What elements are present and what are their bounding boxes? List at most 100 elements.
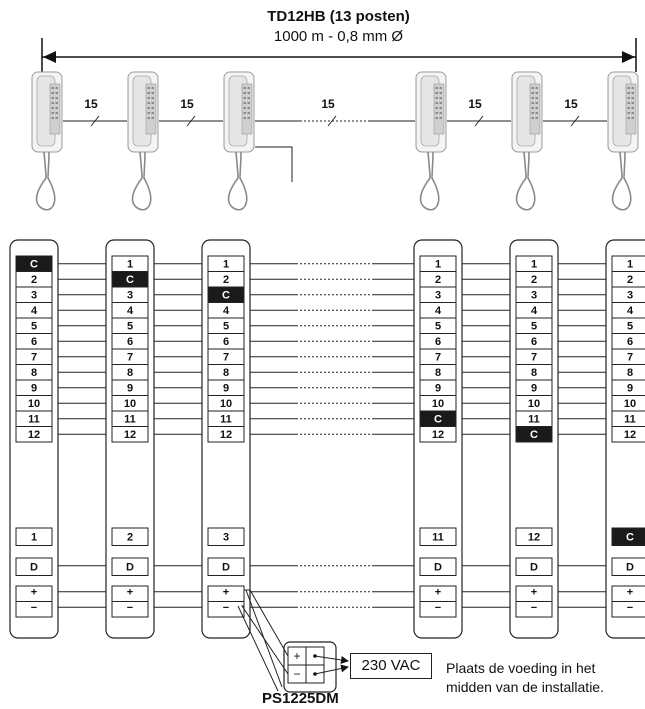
terminal-label: 9 [127, 383, 133, 395]
terminal-label: 10 [28, 398, 40, 410]
terminal-cell [111, 426, 149, 443]
terminal-label: 1 [531, 259, 537, 271]
minus-terminal-label: − [531, 602, 537, 614]
terminal-label: 8 [531, 367, 537, 379]
intercom-phone-4 [415, 71, 447, 211]
minus-terminal-label: − [627, 602, 633, 614]
wire-count-label: 15 [321, 97, 335, 111]
terminal-label: 11 [28, 414, 40, 426]
terminal-label: 6 [127, 336, 133, 348]
call-terminal-label: C [626, 532, 634, 544]
d-terminal-label: D [530, 562, 538, 574]
minus-terminal-label: − [31, 602, 37, 614]
plus-terminal-label: + [127, 587, 133, 599]
call-terminal-label: 11 [432, 532, 444, 544]
terminal-label: 5 [435, 321, 441, 333]
terminal-label: 7 [435, 352, 441, 364]
call-terminal-label: 2 [127, 532, 133, 544]
note-line-1: Plaats de voeding in het [446, 660, 596, 676]
terminal-label: 12 [624, 429, 636, 441]
terminal-label: 9 [531, 383, 537, 395]
power-supply-name: PS1225DM [262, 690, 339, 707]
terminal-label: 4 [223, 305, 230, 317]
terminal-label: 9 [435, 383, 441, 395]
plus-terminal-label: + [531, 587, 537, 599]
terminal-label: 12 [28, 429, 40, 441]
terminal-label: 5 [223, 321, 229, 333]
terminal-label: 9 [31, 383, 37, 395]
terminal-label: 2 [531, 274, 537, 286]
terminal-label: C [30, 259, 38, 271]
terminal-label: 8 [627, 367, 633, 379]
terminal-label: 11 [528, 414, 540, 426]
terminal-cell [419, 426, 457, 443]
terminal-label: 6 [31, 336, 37, 348]
minus-terminal-label: − [435, 602, 441, 614]
plus-terminal-label: + [31, 587, 37, 599]
d-terminal-label: D [30, 562, 38, 574]
note-line-2: midden van de installatie. [446, 679, 604, 695]
terminal-label: 10 [624, 398, 636, 410]
terminal-label: 5 [127, 321, 133, 333]
terminal-label: 6 [435, 336, 441, 348]
terminal-label: 10 [220, 398, 232, 410]
minus-terminal-label: − [223, 602, 229, 614]
terminal-label: 4 [531, 305, 538, 317]
terminal-cell [15, 426, 53, 443]
terminal-label: 9 [223, 383, 229, 395]
terminal-label: 1 [127, 259, 133, 271]
terminal-label: 10 [124, 398, 136, 410]
terminal-label: 3 [127, 290, 133, 302]
call-terminal-label: 12 [528, 532, 540, 544]
plus-terminal-label: + [223, 587, 229, 599]
intercom-phone-5 [511, 71, 543, 211]
cable-spec: 1000 m - 0,8 mm Ø [273, 28, 404, 45]
terminal-label: 11 [124, 414, 136, 426]
terminal-label: 1 [627, 259, 633, 271]
d-terminal-label: D [626, 562, 634, 574]
svg-text:−: − [293, 667, 300, 681]
terminal-label: 7 [531, 352, 537, 364]
intercom-phone-2 [127, 71, 159, 211]
terminal-label: 11 [220, 414, 232, 426]
d-terminal-label: D [222, 562, 230, 574]
terminal-label: 3 [435, 290, 441, 302]
terminal-label: 5 [31, 321, 37, 333]
terminal-cell [207, 426, 245, 443]
terminal-label: 8 [435, 367, 441, 379]
terminal-label: 2 [31, 274, 37, 286]
d-terminal-label: D [126, 562, 134, 574]
terminal-label: 10 [528, 398, 540, 410]
d-terminal-label: D [434, 562, 442, 574]
terminal-label: 1 [223, 259, 229, 271]
terminal-label: 5 [531, 321, 537, 333]
intercom-phone-1 [31, 71, 63, 211]
call-terminal-label: 1 [31, 532, 37, 544]
intercom-phone-6 [607, 71, 639, 211]
wire-count-label: 15 [180, 97, 194, 111]
terminal-label: 4 [127, 305, 134, 317]
terminal-label: 5 [627, 321, 633, 333]
terminal-label: 6 [223, 336, 229, 348]
terminal-label: 9 [627, 383, 633, 395]
terminal-label: 8 [31, 367, 37, 379]
wire-count-label: 15 [564, 97, 578, 111]
terminal-label: C [434, 414, 442, 426]
terminal-label: 8 [223, 367, 229, 379]
terminal-label: 7 [31, 352, 37, 364]
terminal-label: 7 [223, 352, 229, 364]
terminal-cell [611, 426, 645, 443]
terminal-label: C [126, 274, 134, 286]
terminal-label: 12 [220, 429, 232, 441]
wire-count-label: 15 [468, 97, 482, 111]
terminal-label: 3 [627, 290, 633, 302]
terminal-label: C [530, 429, 538, 441]
svg-text:+: + [293, 649, 300, 663]
power-supply: +− [237, 589, 349, 693]
minus-terminal-label: − [127, 602, 133, 614]
